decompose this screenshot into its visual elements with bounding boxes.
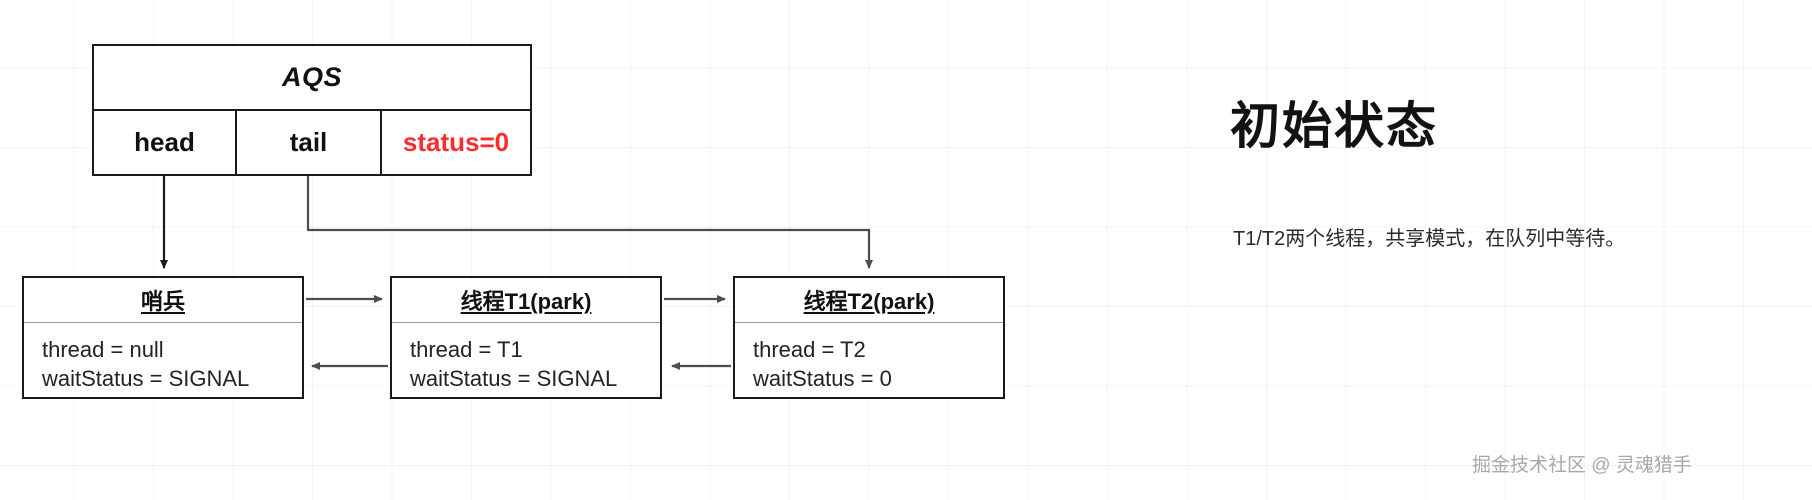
connector-tail-to-t2 — [306, 172, 873, 269]
node-thread-t2-body: thread = T2 waitStatus = 0 — [735, 323, 1003, 403]
node-thread-t2-thread: thread = T2 — [753, 337, 866, 362]
aqs-cell-head-label: head — [134, 127, 195, 157]
node-thread-t1-title: 线程T1(park) — [460, 289, 592, 314]
aqs-field-row: head tail status=0 — [94, 111, 530, 174]
node-thread-t1-body: thread = T1 waitStatus = SIGNAL — [392, 323, 660, 403]
aqs-table: AQS head tail status=0 — [92, 44, 532, 176]
aqs-title-row: AQS — [94, 46, 530, 111]
node-sentinel-header: 哨兵 — [24, 278, 302, 323]
node-thread-t1-waitstatus: waitStatus = SIGNAL — [410, 366, 618, 392]
node-sentinel-waitstatus: waitStatus = SIGNAL — [42, 366, 250, 392]
node-sentinel: 哨兵 thread = null waitStatus = SIGNAL — [22, 276, 304, 399]
panel-description: T1/T2两个线程，共享模式，在队列中等待。 — [1233, 228, 1626, 250]
aqs-cell-tail: tail — [237, 111, 382, 174]
node-thread-t2-title: 线程T2(park) — [803, 289, 935, 314]
node-sentinel-title: 哨兵 — [140, 289, 185, 314]
aqs-cell-status: status=0 — [382, 111, 530, 174]
node-thread-t2-waitstatus: waitStatus = 0 — [753, 366, 892, 392]
node-thread-t1-header: 线程T1(park) — [392, 278, 660, 323]
node-thread-t2: 线程T2(park) thread = T2 waitStatus = 0 — [733, 276, 1005, 399]
aqs-cell-status-label: status=0 — [402, 127, 510, 157]
node-thread-t2-header: 线程T2(park) — [735, 278, 1003, 323]
watermark: 掘金技术社区 @ 灵魂猎手 — [1472, 455, 1692, 476]
node-sentinel-thread: thread = null — [42, 337, 164, 362]
node-sentinel-body: thread = null waitStatus = SIGNAL — [24, 323, 302, 403]
aqs-title: AQS — [281, 62, 342, 92]
node-thread-t1: 线程T1(park) thread = T1 waitStatus = SIGN… — [390, 276, 662, 399]
aqs-cell-tail-label: tail — [289, 127, 328, 157]
aqs-cell-head: head — [94, 111, 237, 174]
panel-title: 初始状态 — [1230, 98, 1438, 154]
node-thread-t1-thread: thread = T1 — [410, 337, 523, 362]
